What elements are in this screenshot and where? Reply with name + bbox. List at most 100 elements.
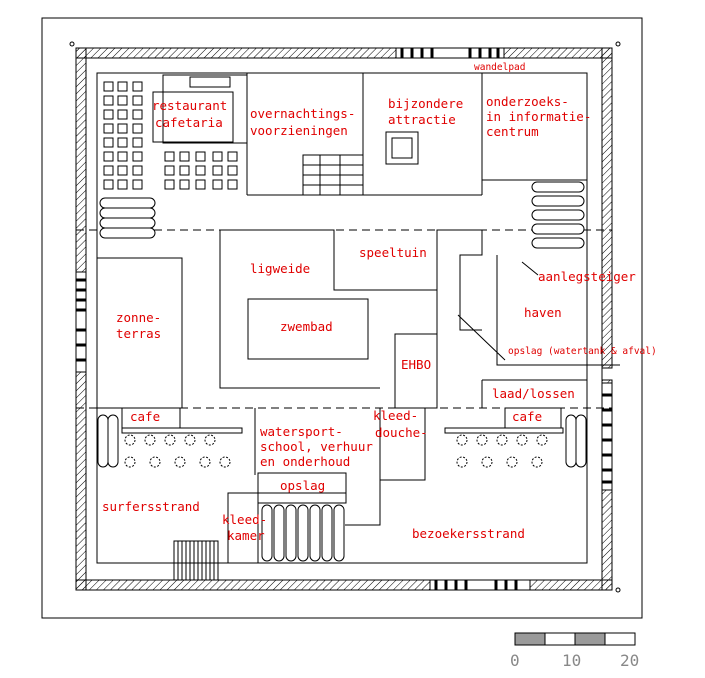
cafe-table	[506, 456, 518, 468]
table-seat	[212, 151, 223, 162]
table-seat	[117, 165, 128, 176]
label-wandelpad: wandelpad	[474, 62, 525, 73]
table-seat	[195, 179, 206, 190]
scale-bar: 0 10 20	[510, 632, 639, 670]
label-aanlegsteiger: aanlegsteiger	[538, 269, 636, 284]
label-kleed-1: kleed-	[373, 408, 418, 423]
cafe-table	[536, 434, 548, 446]
label-cafe-right: cafe	[512, 409, 542, 424]
table-seat	[179, 151, 190, 162]
cafe-table	[496, 434, 508, 446]
cafe-table	[124, 456, 136, 468]
cafe-table	[184, 434, 196, 446]
cafe-table	[164, 434, 176, 446]
table-seat	[103, 81, 114, 92]
table-seat	[164, 179, 175, 190]
cafe-table	[219, 456, 231, 468]
label-ligweide: ligweide	[250, 261, 310, 276]
table-seat	[132, 123, 143, 134]
table-seat	[117, 151, 128, 162]
label-opslag: opslag	[280, 478, 325, 493]
cafe-table	[174, 456, 186, 468]
table-seat	[103, 123, 114, 134]
label-haven: haven	[524, 305, 562, 320]
table-seat	[132, 81, 143, 92]
cafe-table	[516, 434, 528, 446]
table-seat	[179, 179, 190, 190]
label-zwembad: zwembad	[280, 319, 333, 334]
label-onderzoek-3: centrum	[486, 124, 539, 139]
corner-marker	[69, 41, 75, 47]
label-onderzoek-2: in informatie-	[486, 109, 591, 124]
scale-segment	[604, 632, 636, 646]
scale-segment	[514, 632, 546, 646]
labels: wandelpad restaurant cafetaria overnacht…	[102, 62, 657, 543]
table-seat	[103, 95, 114, 106]
label-kleedkamer-2: kamer	[227, 528, 265, 543]
perimeter-wall	[75, 47, 613, 591]
label-watersport-1: watersport-	[260, 424, 343, 439]
table-seat	[227, 179, 238, 190]
cafe-table	[124, 434, 136, 446]
table-seat	[103, 109, 114, 120]
cafe-table	[144, 434, 156, 446]
capsules	[97, 181, 587, 562]
table-seat	[227, 151, 238, 162]
label-bijzondere-1: bijzondere	[388, 96, 463, 111]
top-buildings	[152, 73, 587, 196]
cafe-table	[456, 434, 468, 446]
label-restaurant: restaurant	[152, 98, 227, 113]
label-overnacht-1: overnachtings-	[250, 106, 355, 121]
table-seat	[103, 165, 114, 176]
label-speeltuin: speeltuin	[359, 245, 427, 260]
table-seat	[117, 109, 128, 120]
label-bezoekers: bezoekersstrand	[412, 526, 525, 541]
table-seat	[117, 95, 128, 106]
table-seat	[164, 165, 175, 176]
label-kleedkamer-1: kleed-	[222, 512, 267, 527]
table-seat	[103, 151, 114, 162]
label-overnacht-2: voorzieningen	[250, 123, 348, 138]
table-seat	[227, 165, 238, 176]
label-watersport-2: school, verhuur	[260, 439, 373, 454]
middle-structures	[96, 229, 620, 526]
label-cafetaria: cafetaria	[155, 115, 223, 130]
lower-structures	[121, 407, 564, 581]
table-seat	[132, 109, 143, 120]
table-seat	[179, 165, 190, 176]
table-seat	[212, 165, 223, 176]
label-opslag-water: opslag (watertank & afval)	[508, 346, 657, 357]
table-seat	[195, 165, 206, 176]
label-laad: laad/lossen	[492, 386, 575, 401]
cafe-table	[481, 456, 493, 468]
scale-tick-20: 20	[620, 651, 639, 670]
cafe-table	[456, 456, 468, 468]
table-seat	[132, 95, 143, 106]
label-surfers: surfersstrand	[102, 499, 200, 514]
corner-marker	[615, 41, 621, 47]
label-cafe-left: cafe	[130, 409, 160, 424]
table-seat	[164, 151, 175, 162]
table-seat	[195, 151, 206, 162]
table-seat	[117, 81, 128, 92]
table-seat	[117, 179, 128, 190]
cafe-table	[531, 456, 543, 468]
table-seat	[103, 179, 114, 190]
label-onderzoek-1: onderzoeks-	[486, 94, 569, 109]
table-seat	[103, 137, 114, 148]
label-watersport-3: en onderhoud	[260, 454, 350, 469]
table-seat	[117, 123, 128, 134]
scale-segment	[544, 632, 576, 646]
scale-segment	[574, 632, 606, 646]
label-ehbo: EHBO	[401, 357, 431, 372]
label-kleed-2: douche-	[375, 425, 428, 440]
table-seat	[132, 179, 143, 190]
scale-tick-10: 10	[562, 651, 581, 670]
cafe-table	[204, 434, 216, 446]
table-seat	[132, 165, 143, 176]
table-seat	[132, 151, 143, 162]
scale-tick-0: 0	[510, 651, 520, 670]
cafe-table	[199, 456, 211, 468]
label-zonne-1: zonne-	[116, 310, 161, 325]
